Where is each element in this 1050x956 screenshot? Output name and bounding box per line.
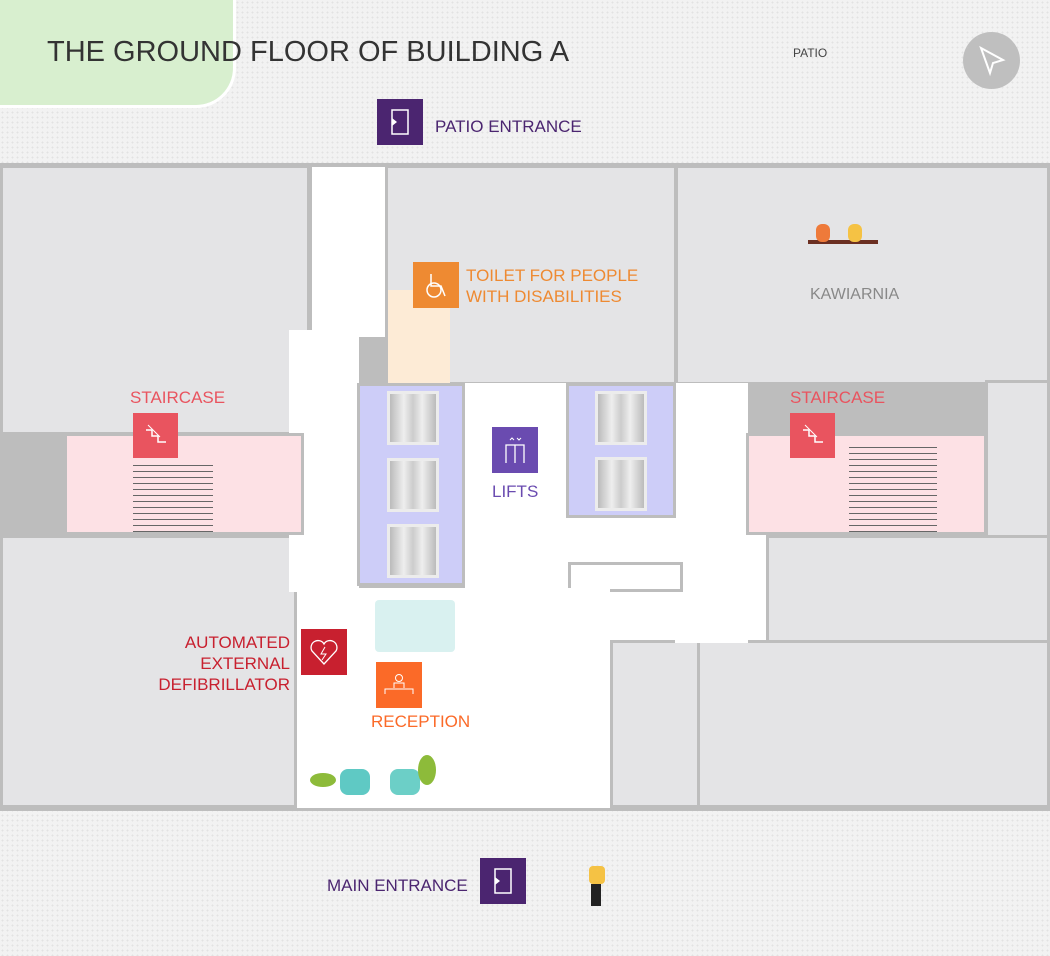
staircase-east xyxy=(746,433,987,535)
cafe-illustration xyxy=(808,224,878,272)
aed-label-line2: EXTERNAL xyxy=(200,654,290,673)
toilet-label: TOILET FOR PEOPLE WITH DISABILITIES xyxy=(466,265,638,307)
main-entrance-label: MAIN ENTRANCE xyxy=(327,876,468,895)
toilet-label-line2: WITH DISABILITIES xyxy=(466,287,622,306)
lifts-label: LIFTS xyxy=(492,482,539,501)
lift-door xyxy=(387,524,439,578)
aed-label-line3: DEFIBRILLATOR xyxy=(158,675,290,694)
patio-entrance-label: PATIO ENTRANCE xyxy=(435,117,582,136)
staircase-east-label: STAIRCASE xyxy=(790,388,886,407)
lawn xyxy=(0,0,236,108)
reception-label: RECEPTION xyxy=(371,712,471,731)
room-northwest xyxy=(0,165,310,435)
service-room xyxy=(568,562,683,592)
stairs xyxy=(133,460,213,532)
reception-desk-illustration xyxy=(375,600,455,652)
aed-label: AUTOMATED EXTERNAL DEFIBRILLATOR xyxy=(150,632,290,695)
staircase-west-label: STAIRCASE xyxy=(130,388,226,407)
room-east xyxy=(985,380,1050,540)
lift-icon xyxy=(492,427,538,473)
room-south-2 xyxy=(697,640,1050,808)
lounge-illustration xyxy=(310,755,438,797)
room-east-2 xyxy=(766,535,1050,645)
compass-arrow-icon xyxy=(979,45,1006,77)
room-southwest xyxy=(0,535,297,808)
lift-door xyxy=(595,457,647,511)
lift-door xyxy=(387,458,439,512)
lift-door xyxy=(595,391,647,445)
patio-label: PATIO xyxy=(793,46,828,60)
stairs xyxy=(849,444,937,532)
entrance-icon xyxy=(377,99,423,145)
wheelchair-icon xyxy=(413,262,459,308)
corridor xyxy=(312,167,385,337)
stairs-icon xyxy=(133,413,178,458)
stairs-icon xyxy=(790,413,835,458)
lift-door xyxy=(387,391,439,445)
page-title: THE GROUND FLOOR OF BUILDING A xyxy=(47,36,570,68)
compass-button[interactable] xyxy=(963,32,1020,89)
aed-label-line1: AUTOMATED xyxy=(184,633,290,652)
lift-shaft-east xyxy=(566,383,676,518)
staircase-west xyxy=(64,433,304,535)
defibrillator-heart-icon xyxy=(301,629,347,675)
reception-icon xyxy=(376,662,422,708)
room-south-1 xyxy=(610,640,700,808)
lift-shaft-west xyxy=(357,383,465,586)
toilet-label-line1: TOILET FOR PEOPLE xyxy=(466,266,639,285)
entrance-icon xyxy=(480,858,526,904)
running-person-illustration xyxy=(585,858,609,908)
room-kawiarnia xyxy=(675,165,1050,385)
kawiarnia-label: KAWIARNIA xyxy=(810,286,900,303)
